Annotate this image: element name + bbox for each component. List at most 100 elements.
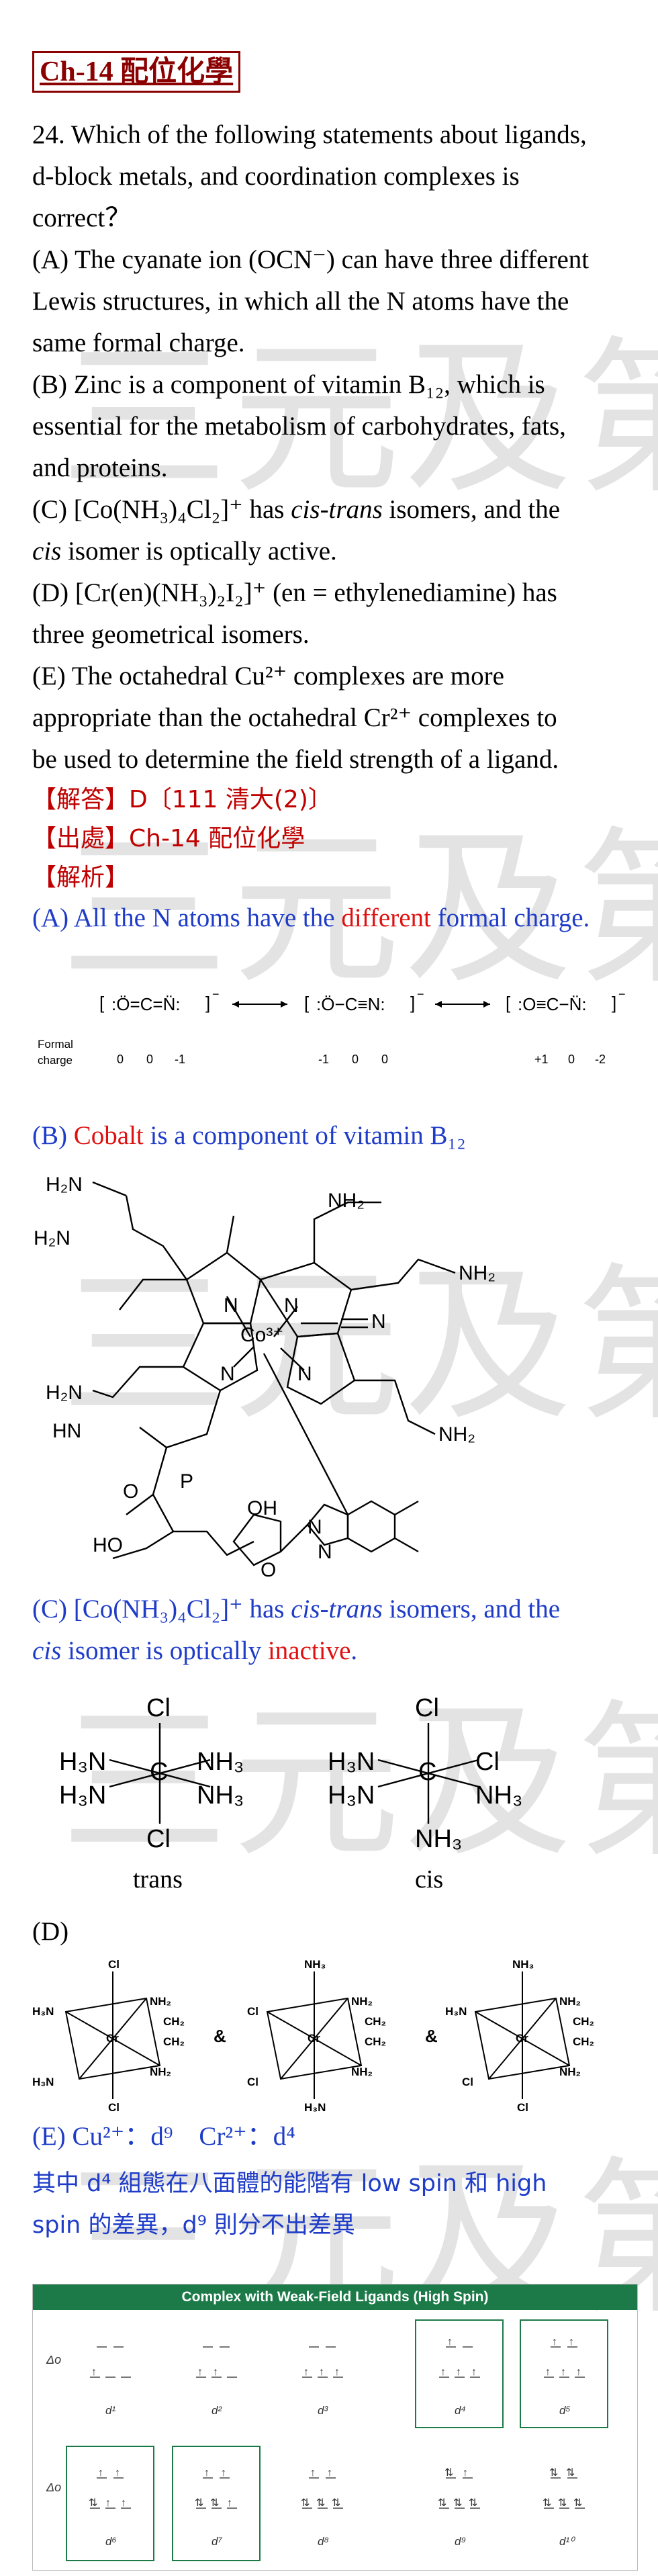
svg-text:⇅: ⇅ [566, 2467, 575, 2479]
svg-text:HO: HO [93, 1534, 123, 1556]
svg-text:↑: ↑ [471, 2366, 477, 2378]
svg-text:N: N [297, 1363, 312, 1385]
svg-text:N: N [224, 1294, 238, 1317]
svg-text:NH₂: NH₂ [559, 1995, 581, 2008]
option-b: (B) Zinc is a component of vitamin B₁₂, … [32, 370, 566, 482]
svg-text:↑: ↑ [121, 2497, 126, 2509]
svg-text:⇅: ⇅ [332, 2497, 340, 2509]
svg-text:CH₂: CH₂ [573, 2035, 594, 2048]
svg-text:⇅: ⇅ [453, 2497, 462, 2509]
svg-text:↑: ↑ [552, 2336, 557, 2348]
svg-text:d⁸: d⁸ [318, 2535, 329, 2548]
svg-text:⇅: ⇅ [89, 2497, 97, 2509]
analysis-note: 其中 d⁴ 組態在八面體的能階有 low spin 和 high spin 的差… [32, 2170, 547, 2239]
svg-text:CH₂: CH₂ [163, 2035, 185, 2048]
svg-text:⇅: ⇅ [469, 2497, 477, 2509]
svg-text:Cl: Cl [108, 2101, 120, 2113]
svg-text:N: N [371, 1311, 386, 1333]
svg-text:−: − [618, 987, 626, 1001]
svg-text:d⁴: d⁴ [455, 2404, 466, 2417]
svg-text:↑: ↑ [327, 2467, 332, 2479]
formal-label: Formal [38, 1038, 73, 1051]
svg-text:NH₃: NH₃ [512, 1958, 534, 1971]
svg-text:Cl: Cl [146, 1694, 171, 1722]
svg-text:H₂N: H₂N [46, 1173, 83, 1196]
svg-text:d⁹: d⁹ [455, 2535, 466, 2548]
svg-text:NH₂: NH₂ [351, 2066, 373, 2078]
svg-text:P: P [180, 1470, 193, 1493]
svg-text:0: 0 [381, 1053, 388, 1066]
svg-text:NH₃: NH₃ [197, 1748, 244, 1776]
svg-text:[: [ [506, 993, 511, 1013]
svg-text:O: O [261, 1559, 276, 1581]
svg-text:0: 0 [117, 1053, 124, 1066]
option-c: (C) [Co(NH₃)₄Cl₂]⁺ has cis-trans isomers… [32, 495, 561, 566]
svg-text:Cl: Cl [415, 1694, 439, 1722]
spin-diagrams: Δo Δo [46, 2319, 608, 2561]
svg-text:H₃N: H₃N [59, 1781, 106, 1810]
svg-text:H₃N: H₃N [59, 1748, 106, 1776]
svg-text::O≡C−N̈:: :O≡C−N̈: [518, 994, 587, 1014]
option-d: (D) [Cr(en)(NH₃)₂I₂]⁺ (en = ethylenediam… [32, 578, 557, 649]
svg-text:d⁵: d⁵ [559, 2404, 571, 2417]
svg-text:+1: +1 [534, 1053, 549, 1066]
svg-text:NH₂: NH₂ [459, 1262, 496, 1284]
svg-text:↑: ↑ [91, 2366, 97, 2378]
cis-label: cis [415, 1865, 443, 1894]
svg-text:Cl: Cl [247, 2076, 258, 2088]
option-e: (E) The octahedral Cu²⁺ complexes are mo… [32, 662, 559, 774]
high-spin-table: Complex with Weak-Field Ligands (High Sp… [32, 2284, 638, 2571]
svg-text:⇅: ⇅ [438, 2497, 446, 2509]
svg-text:↑: ↑ [303, 2366, 309, 2378]
svg-text:⇅: ⇅ [573, 2497, 582, 2509]
svg-text:d²: d² [211, 2404, 222, 2417]
svg-text:d¹: d¹ [105, 2404, 115, 2417]
svg-text:CH₂: CH₂ [163, 2015, 185, 2028]
ampersand: & [214, 2026, 226, 2046]
svg-text:⇅: ⇅ [444, 2467, 453, 2479]
svg-text:NH₃: NH₃ [197, 1781, 244, 1810]
svg-text:↑: ↑ [115, 2467, 120, 2479]
svg-text:↑: ↑ [569, 2336, 574, 2348]
svg-text:d³: d³ [318, 2404, 328, 2417]
svg-text:NH₂: NH₂ [328, 1190, 365, 1212]
svg-text:OH: OH [247, 1497, 277, 1519]
svg-text:NH₃: NH₃ [304, 1958, 326, 1971]
svg-text:NH₃: NH₃ [415, 1825, 462, 1853]
svg-text:−: − [417, 987, 424, 1001]
svg-text:Cr: Cr [106, 2032, 119, 2045]
svg-text:[: [ [304, 993, 310, 1013]
svg-text:⇅: ⇅ [558, 2497, 567, 2509]
analysis-a: (A) All the N atoms have the different f… [32, 903, 590, 932]
analysis-d-label: (D) [32, 1917, 69, 1946]
svg-text:HN: HN [52, 1420, 81, 1442]
ampersand: & [425, 2026, 438, 2046]
svg-text:⇅: ⇅ [316, 2497, 325, 2509]
svg-text:NH₃: NH₃ [475, 1781, 522, 1810]
svg-text:H₃N: H₃N [32, 2076, 54, 2088]
analysis-c: (C) [Co(NH₃)₄Cl₂]⁺ has cis-trans isomers… [32, 1595, 561, 1665]
svg-text:⇅: ⇅ [549, 2467, 558, 2479]
svg-text:⇅: ⇅ [543, 2497, 551, 2509]
svg-text:↑: ↑ [576, 2366, 581, 2378]
svg-text:NH₂: NH₂ [559, 2066, 581, 2078]
svg-text:↑: ↑ [456, 2366, 461, 2378]
svg-text:0: 0 [568, 1053, 575, 1066]
svg-text:Cl: Cl [146, 1825, 171, 1853]
svg-text:↑: ↑ [310, 2467, 316, 2479]
formal-label: charge [38, 1054, 73, 1067]
svg-text:NH₂: NH₂ [351, 1995, 373, 2008]
svg-text:Co³⁺: Co³⁺ [240, 1324, 283, 1346]
svg-text:↑: ↑ [440, 2366, 446, 2378]
svg-text:-1: -1 [175, 1053, 185, 1066]
svg-text:-1: -1 [318, 1053, 329, 1066]
svg-text:Δo: Δo [46, 2481, 61, 2494]
svg-text:[: [ [99, 993, 105, 1013]
svg-text:Cl: Cl [475, 1748, 500, 1776]
svg-text:↑: ↑ [197, 2366, 203, 2378]
svg-text:O: O [123, 1480, 138, 1503]
svg-text:⇅: ⇅ [210, 2497, 219, 2509]
chapter-title: Ch-14 配位化學 [32, 51, 241, 93]
svg-text:CH₂: CH₂ [365, 2035, 386, 2048]
